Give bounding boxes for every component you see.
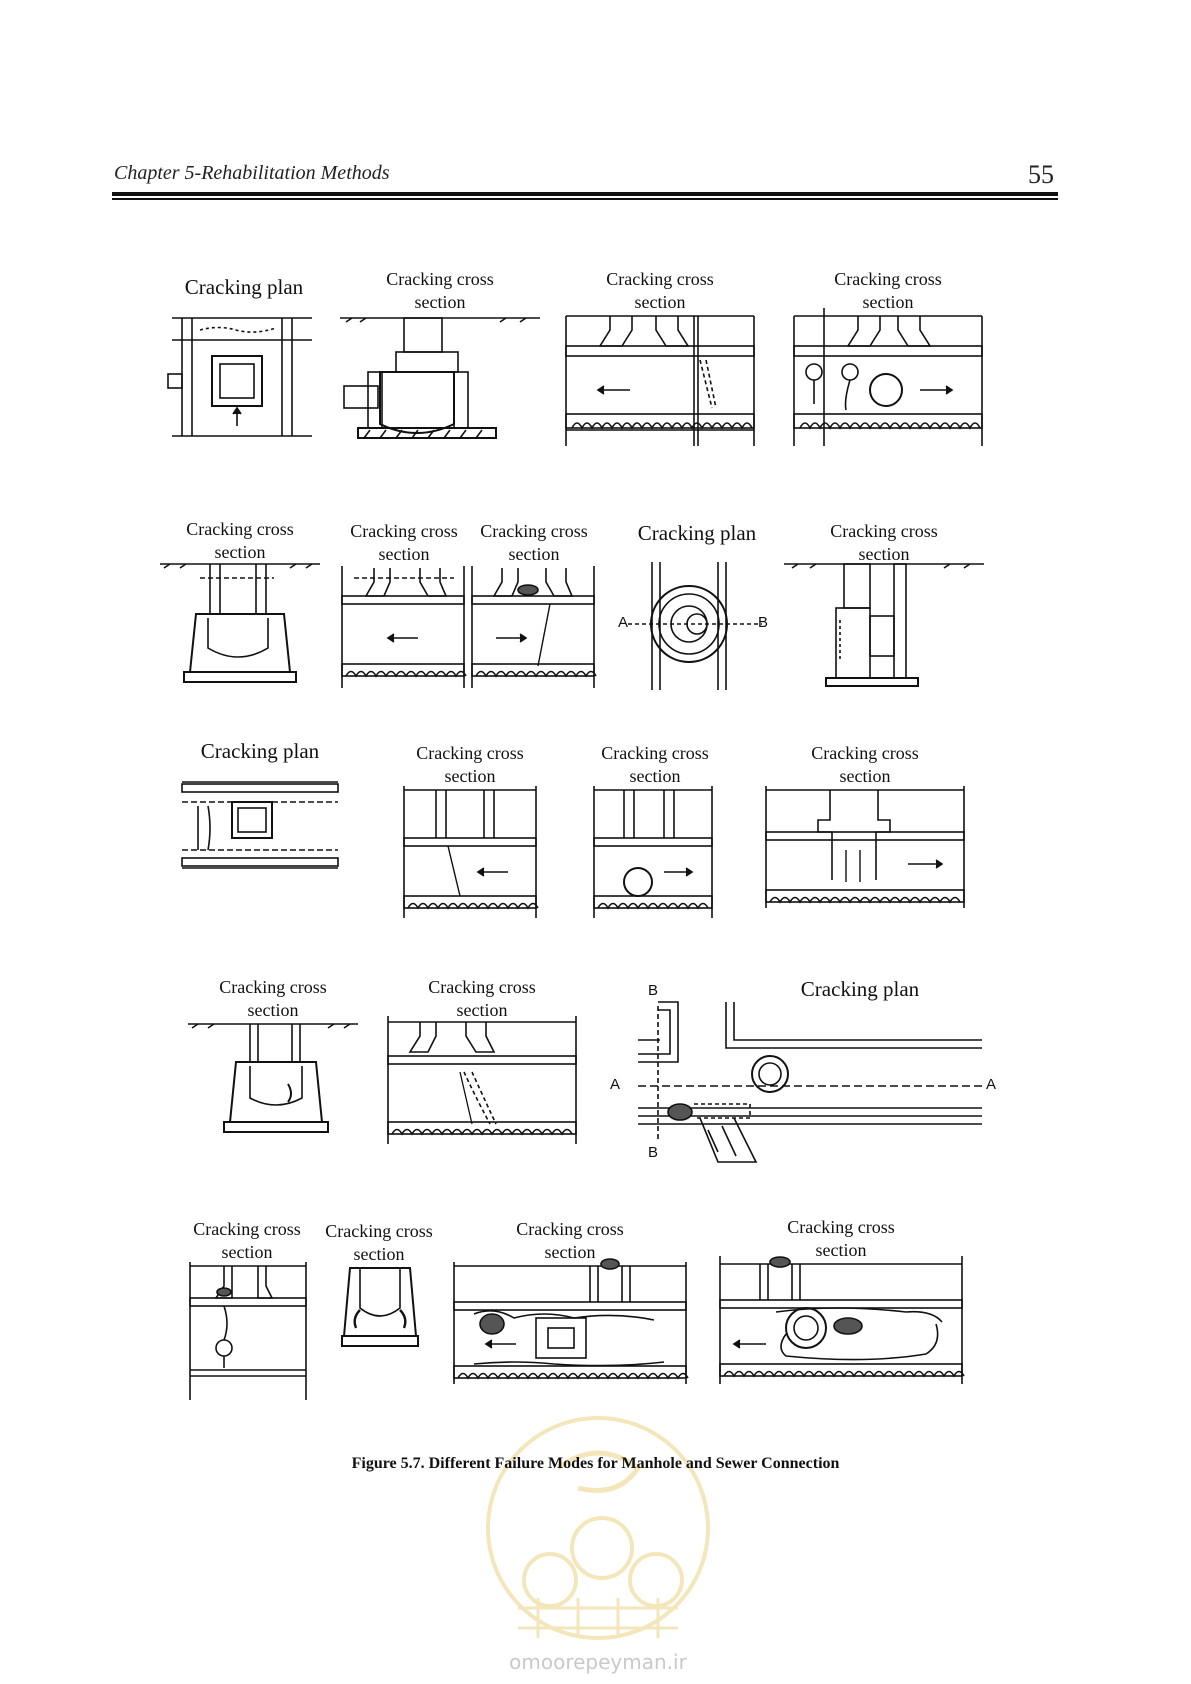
sewer-plan-drawing — [181, 781, 339, 869]
manhole-section-drawing — [160, 563, 320, 683]
panel-label: Cracking cross section — [480, 521, 588, 564]
figure-panel-8: Cracking plan A B — [618, 521, 772, 700]
panel-label: Cracking cross section — [386, 269, 494, 312]
figure-panel-16: Cracking plan A A B B — [610, 977, 996, 1178]
sewer-section-drawing — [453, 1258, 689, 1384]
panel-label: Cracking cross section — [350, 521, 458, 564]
figure-panel-10: Cracking plan — [180, 740, 340, 890]
figure-panel-13: Cracking cross section — [760, 742, 970, 912]
panel-label: Cracking cross section — [606, 269, 714, 312]
sewer-section-drawing — [341, 566, 467, 688]
panel-label: Cracking cross section — [186, 519, 294, 562]
sewer-section-drawing — [189, 1262, 307, 1400]
watermark-logo: omoorepeyman.ir — [478, 1408, 718, 1678]
figure-panel-18: Cracking cross section — [316, 1220, 442, 1380]
panel-label: Cracking cross section — [193, 1219, 301, 1262]
sewer-section-drawing — [793, 308, 983, 446]
figure-caption: Figure 5.7. Different Failure Modes for … — [351, 1455, 840, 1472]
figure-panel-7: Cracking cross section — [466, 520, 602, 690]
section-mark-a-right: A — [986, 1076, 997, 1093]
manhole-section-drawing — [341, 1267, 419, 1347]
figure-panel-5: Cracking cross section — [160, 518, 320, 688]
page-header: Chapter 5-Rehabilitation Methods 55 — [112, 158, 1058, 200]
figure-panel-20: Cracking cross section — [716, 1216, 966, 1386]
section-mark-b-bottom: B — [648, 1144, 659, 1161]
manhole-section-drawing — [188, 1023, 358, 1133]
panel-label: Cracking plan — [184, 275, 304, 299]
section-mark-a-left: A — [610, 1076, 621, 1093]
figure-panel-12: Cracking cross section — [590, 742, 720, 920]
panel-label: Cracking cross section — [787, 1217, 895, 1260]
sewer-section-drawing — [565, 315, 755, 446]
figure-panel-9: Cracking cross section — [784, 520, 984, 690]
header-rule-thick — [112, 192, 1058, 196]
sewer-section-drawing — [719, 1256, 965, 1384]
sewer-section-drawing — [471, 566, 597, 688]
figure-panel-19: Cracking cross section — [450, 1218, 690, 1388]
figure-panel-2: Cracking cross section — [340, 268, 540, 448]
figure-panel-6: Cracking cross section — [334, 520, 474, 690]
figure-panel-17: Cracking cross section — [184, 1218, 310, 1404]
panel-label: Cracking cross section — [516, 1219, 624, 1262]
junction-plan-drawing — [638, 1001, 982, 1163]
page-number: 55 — [1028, 160, 1054, 189]
figure-panel-4: Cracking cross section — [788, 268, 988, 458]
header-rule-thin — [112, 198, 1058, 200]
figure-panel-14: Cracking cross section — [188, 976, 358, 1136]
sewer-section-drawing — [765, 786, 965, 908]
panel-label: Cracking plan — [200, 739, 320, 763]
figure-panel-1: Cracking plan — [162, 276, 326, 456]
manhole-plan-drawing — [628, 562, 762, 690]
watermark-seal-icon — [486, 1416, 710, 1640]
section-mark-b-top: B — [648, 982, 659, 999]
manhole-plan-drawing — [167, 317, 312, 437]
panel-label: Cracking plan — [800, 977, 920, 1001]
figure-panel-15: Cracking cross section — [384, 976, 580, 1146]
watermark-site-text: omoorepeyman.ir — [509, 1650, 687, 1674]
figure-panel-3: Cracking cross section — [560, 268, 760, 458]
panel-label: Cracking cross section — [830, 521, 938, 564]
panel-label: Cracking cross section — [601, 743, 709, 786]
manhole-section-drawing — [784, 563, 984, 687]
panel-label: Cracking cross section — [219, 977, 327, 1020]
panel-label: Cracking plan — [637, 521, 757, 545]
sewer-section-drawing — [387, 1016, 577, 1144]
panel-label: Cracking cross section — [811, 743, 919, 786]
chapter-title: Chapter 5-Rehabilitation Methods — [114, 162, 390, 184]
sewer-section-drawing — [403, 786, 539, 918]
panel-label: Cracking cross section — [325, 1221, 433, 1264]
manhole-section-drawing — [340, 317, 540, 439]
panel-label: Cracking cross section — [416, 743, 524, 786]
section-mark-b: B — [758, 614, 769, 631]
panel-label: Cracking cross section — [428, 977, 536, 1020]
sewer-section-drawing — [593, 786, 713, 918]
panel-label: Cracking cross section — [834, 269, 942, 312]
section-mark-a: A — [618, 614, 629, 631]
figure-panel-11: Cracking cross section — [400, 742, 540, 920]
